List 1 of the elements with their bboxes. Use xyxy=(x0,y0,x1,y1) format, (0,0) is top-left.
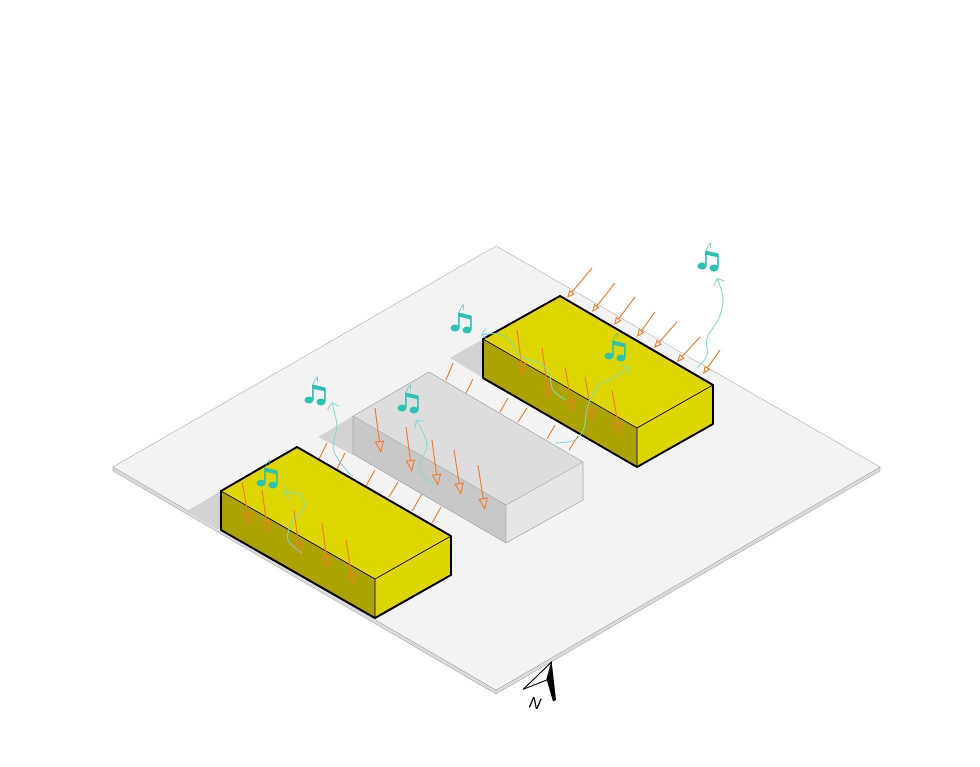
north-label: N xyxy=(528,696,542,710)
